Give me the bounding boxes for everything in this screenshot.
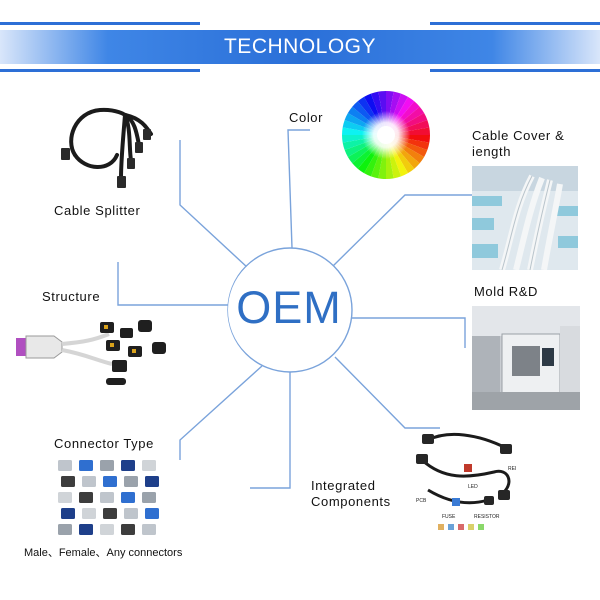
tag-resistor: RESISTOR [474, 514, 500, 520]
label-structure: Structure [42, 289, 101, 304]
banner-line-top-right [430, 22, 600, 25]
oem-hub [228, 250, 348, 370]
tag-pcb: PCB [416, 498, 427, 504]
banner-background [0, 30, 600, 64]
line-cable-splitter [179, 140, 249, 269]
banner-line-bottom-right [430, 69, 600, 72]
label-integrated-line2: Components [311, 494, 391, 509]
line-structure [117, 262, 228, 306]
label-mold: Mold R&D [474, 284, 539, 299]
label-cable-cover-line2: iength [472, 144, 512, 159]
tag-led: LED [468, 484, 478, 490]
label-color: Color [289, 110, 324, 125]
tag-fuse: FUSE [442, 514, 456, 520]
mold-rnd-photo [472, 306, 580, 410]
banner-line-top-left [0, 22, 200, 25]
tag-rei: REI [508, 466, 516, 472]
integrated-harness-image: PCB LED FUSE RESISTOR REI [416, 432, 516, 530]
label-connectors-caption: Male、Female、Any connectors [24, 547, 183, 559]
oem-hub-text: OEM [236, 282, 342, 333]
label-connector-type: Connector Type [54, 436, 154, 451]
line-connector-type [179, 365, 263, 460]
line-mold [352, 317, 466, 348]
label-cable-splitter: Cable Splitter [54, 203, 141, 218]
line-color [287, 129, 310, 249]
banner-line-bottom-left [0, 69, 200, 72]
line-harness [334, 356, 440, 429]
structure-connectors-image [16, 320, 166, 385]
label-cable-cover-line1: Cable Cover & [472, 128, 565, 143]
banner-title: TECHNOLOGY [223, 35, 377, 58]
cable-splitter-image [61, 107, 153, 188]
header-banner: TECHNOLOGY [0, 22, 600, 72]
line-integrated [250, 372, 291, 489]
cable-cover-photo [472, 166, 578, 270]
label-integrated-line1: Integrated [311, 478, 376, 493]
line-cable-cover [332, 194, 478, 267]
color-wheel-image [342, 91, 430, 179]
connector-types-image [58, 460, 159, 535]
